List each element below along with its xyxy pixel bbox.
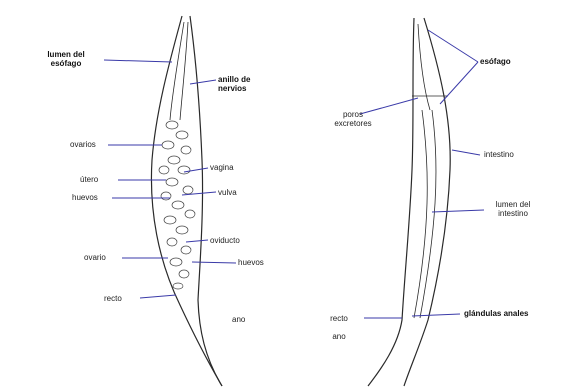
label-recto-left: recto bbox=[104, 294, 122, 303]
label-ovario: ovario bbox=[84, 253, 106, 262]
label-lumen-esofago: lumen del esófago bbox=[30, 50, 102, 68]
label-oviducto: oviducto bbox=[210, 236, 240, 245]
label-esofago: esófago bbox=[480, 57, 511, 66]
label-utero: útero bbox=[80, 175, 98, 184]
label-ovarios: ovarios bbox=[70, 140, 96, 149]
left-worm-body bbox=[151, 16, 222, 386]
label-lumen-intestino: lumen del intestino bbox=[478, 200, 548, 218]
right-worm-body bbox=[368, 18, 450, 386]
label-glandulas-anales: glándulas anales bbox=[464, 309, 528, 318]
label-ano-left: ano bbox=[232, 315, 245, 324]
label-vulva: vulva bbox=[218, 188, 237, 197]
label-anillo-nervios: anillo de nervios bbox=[218, 75, 250, 93]
label-vagina: vagina bbox=[210, 163, 234, 172]
label-poros-excretores: poros excretores bbox=[318, 110, 388, 128]
label-intestino: intestino bbox=[484, 150, 514, 159]
label-huevos-2: huevos bbox=[238, 258, 264, 267]
label-ano-right: ano bbox=[332, 332, 345, 341]
label-recto-right: recto bbox=[330, 314, 348, 323]
label-huevos-1: huevos bbox=[72, 193, 98, 202]
left-worm-eggs bbox=[159, 121, 195, 289]
label-recto-ano-right: recto ano bbox=[314, 305, 364, 341]
